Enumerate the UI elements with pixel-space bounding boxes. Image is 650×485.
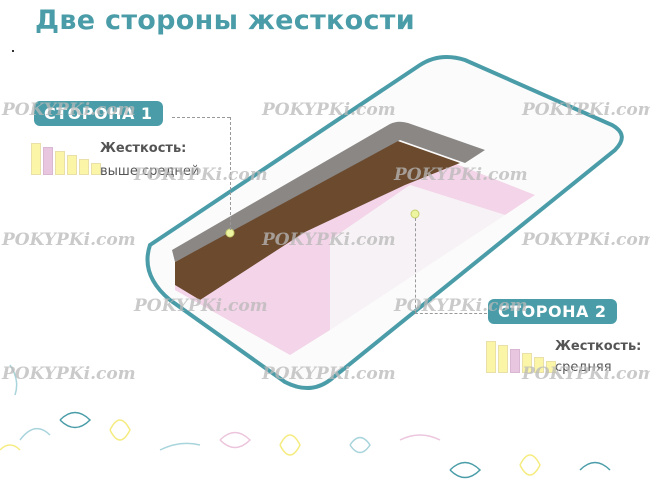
watermark: POKYPKi.com (134, 165, 268, 185)
watermark: POKYPKi.com (134, 296, 268, 316)
watermark: POKYPKi.com (262, 230, 396, 250)
firmness-bar (91, 163, 101, 175)
side-2-firmness-value: средняя (555, 360, 612, 375)
firmness-bar (79, 159, 89, 175)
side-1-firmness-bars (31, 141, 101, 175)
leader-line-1 (172, 117, 230, 118)
stray-dot (12, 50, 14, 52)
leader-line-2-vertical (415, 218, 416, 313)
watermark: POKYPKi.com (522, 364, 650, 384)
watermark: POKYPKi.com (2, 230, 136, 250)
side-1-firmness-value: выше средней (100, 164, 200, 179)
firmness-bar (522, 353, 532, 373)
watermark: POKYPKi.com (2, 364, 136, 384)
side-1-badge: СТОРОНА 1 (34, 101, 163, 126)
firmness-bar (498, 345, 508, 373)
firmness-bar (486, 341, 496, 373)
side-2-badge: СТОРОНА 2 (488, 299, 617, 324)
watermark: POKYPKi.com (262, 364, 396, 384)
firmness-bar-active (43, 147, 53, 175)
watermark: POKYPKi.com (394, 296, 528, 316)
firmness-bar (31, 143, 41, 175)
firmness-bar (55, 151, 65, 175)
firmness-bar-active (510, 349, 520, 373)
leader-line-2 (415, 313, 487, 314)
page-title: Две стороны жесткости (35, 5, 415, 36)
watermark: POKYPKi.com (522, 230, 650, 250)
watermark: POKYPKi.com (394, 165, 528, 185)
side-2-firmness-label: Жесткость: (555, 339, 642, 354)
side-1-firmness-label: Жесткость: (100, 141, 187, 156)
leader-line-1-vertical (230, 117, 231, 230)
watermark: POKYPKi.com (262, 100, 396, 120)
side-2-firmness-bars (486, 339, 556, 373)
watermark: POKYPKi.com (2, 100, 136, 120)
watermark: POKYPKi.com (522, 100, 650, 120)
firmness-bar (67, 155, 77, 175)
firmness-bar (546, 361, 556, 373)
firmness-bar (534, 357, 544, 373)
